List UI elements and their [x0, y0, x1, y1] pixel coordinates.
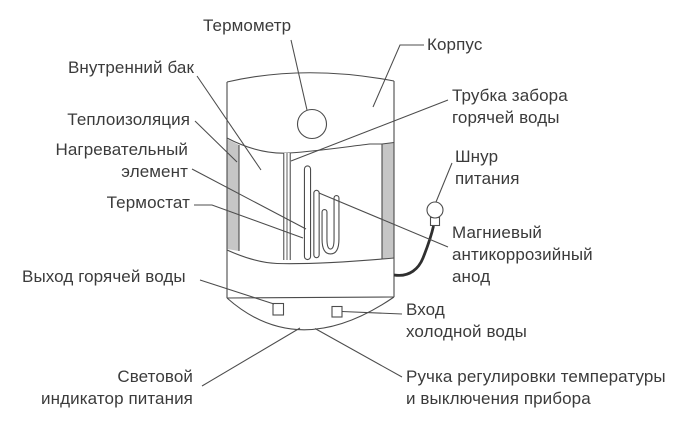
leader-cold-water-inlet: [341, 310, 403, 315]
power-cord-plug-stem: [429, 216, 441, 227]
power-cord-plug: [426, 201, 444, 219]
insulation-right-strip: [382, 142, 394, 259]
heating-element-coil: [321, 195, 340, 255]
leader-thermostat: [194, 204, 304, 239]
label-cold-water-inlet: Вход холодной воды: [406, 300, 527, 341]
power-cord-curve: [393, 225, 435, 277]
label-hot-water-outlet: Выход горячей воды: [22, 267, 186, 286]
label-inner-tank: Внутренний бак: [67, 58, 194, 77]
casing-bottom-dome: [226, 296, 395, 331]
leader-inner-tank: [196, 75, 262, 171]
label-heating-element: Нагревательный элемент: [55, 140, 188, 181]
leader-intake-tube: [290, 99, 449, 162]
leader-hot-water-outlet: [199, 279, 275, 305]
label-power-cord: Шнур питания: [455, 147, 520, 188]
label-hot-water-intake-tube: Трубка забора горячей воды: [452, 86, 568, 127]
label-power-indicator: Световой индикатор питания: [41, 367, 193, 408]
tank-bottom-curve: [226, 249, 395, 265]
hot-water-outlet-port: [272, 302, 285, 316]
leader-temperature-knob: [314, 328, 403, 378]
thermometer-circle: [296, 108, 328, 140]
label-insulation: Теплоизоляция: [67, 110, 190, 129]
insulation-left-strip: [227, 139, 239, 251]
leader-power-cord: [435, 162, 453, 203]
leader-power-indicator: [201, 327, 301, 387]
cutaway-curve: [226, 137, 395, 154]
leader-housing: [372, 44, 424, 108]
cold-water-inlet-port: [331, 305, 343, 318]
label-thermostat: Термостат: [106, 193, 190, 212]
leader-heating-element: [191, 168, 307, 230]
casing-top-arc: [226, 72, 395, 83]
leader-insulation: [194, 120, 238, 163]
label-temperature-knob: Ручка регулировки температуры и выключен…: [406, 367, 666, 408]
label-magnesium-anode: Магниевый антикоррозийный анод: [452, 223, 593, 286]
leader-anode: [318, 192, 449, 248]
label-housing: Корпус: [427, 35, 483, 54]
leader-thermometer: [290, 39, 308, 111]
label-thermometer: Термометр: [203, 16, 292, 35]
